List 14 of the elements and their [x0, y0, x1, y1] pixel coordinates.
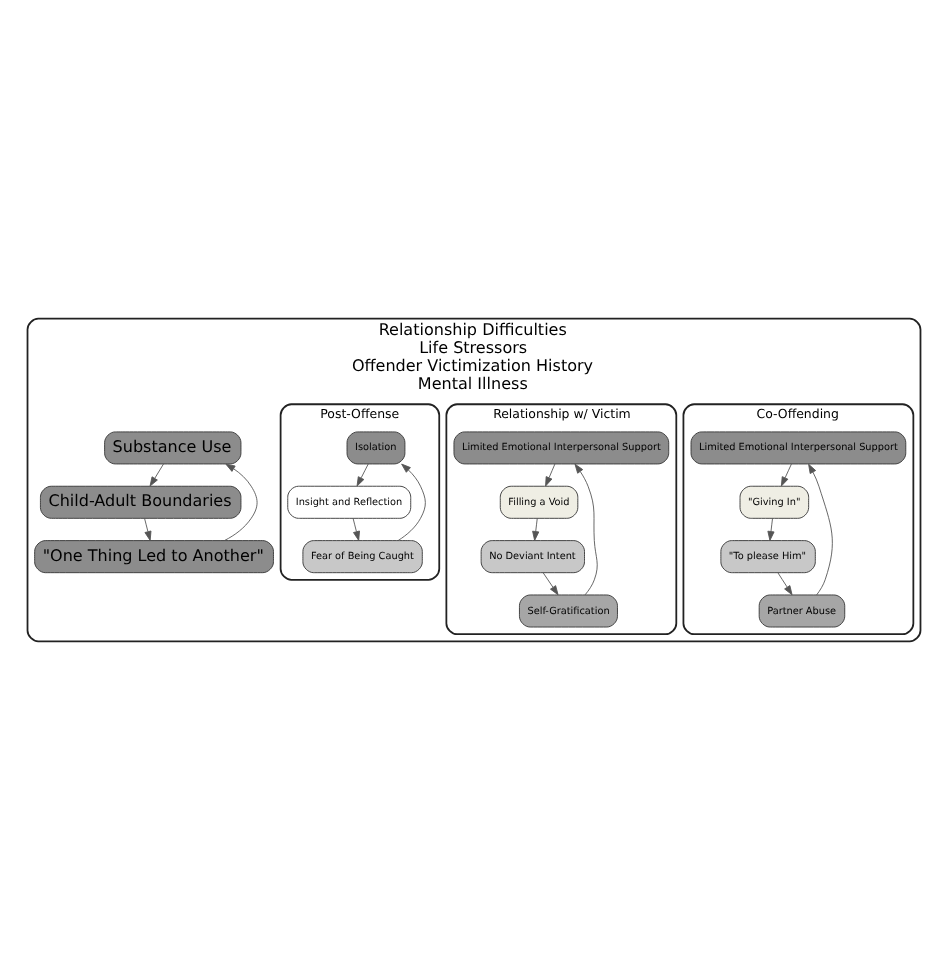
arrow — [149, 462, 164, 486]
arrow — [574, 462, 598, 595]
arrow — [545, 462, 556, 486]
arrow — [808, 462, 833, 595]
arrow — [767, 516, 775, 540]
arrow — [542, 571, 559, 595]
arrow — [777, 571, 793, 595]
arrow — [532, 516, 540, 540]
arrow — [224, 462, 258, 540]
arrow — [780, 462, 792, 486]
arrow — [352, 516, 360, 540]
arrow — [397, 462, 426, 540]
arrow — [356, 462, 369, 486]
arrow — [144, 516, 152, 540]
